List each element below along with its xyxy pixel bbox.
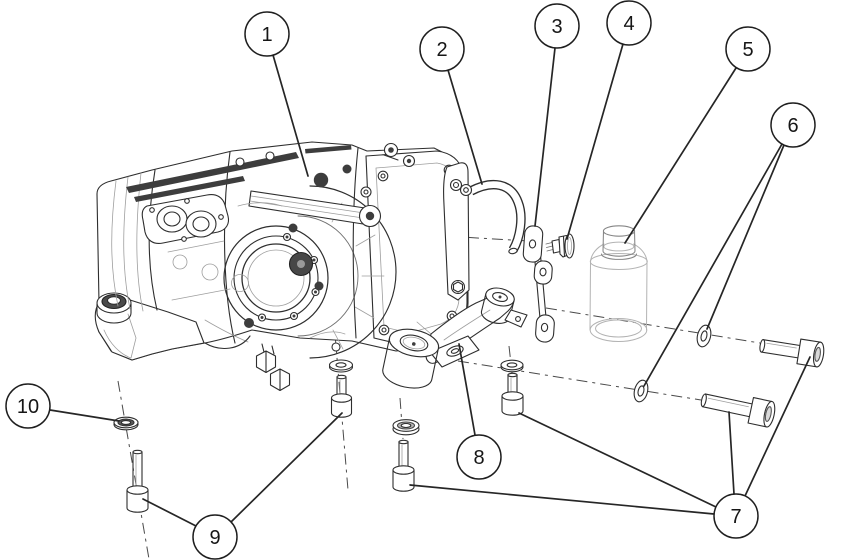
callout-8[interactable]: 8 [456, 434, 502, 480]
vertical-bolt-far-left [126, 449, 149, 513]
leader-line-7 [744, 356, 811, 497]
callout-number-2: 2 [436, 39, 447, 61]
leader-line-3 [534, 47, 556, 227]
bracket-bushing-large [382, 328, 440, 389]
leader-line-9 [230, 412, 343, 523]
leader-line-1 [272, 54, 309, 177]
callout-circle-9[interactable] [192, 514, 238, 560]
callout-7[interactable]: 7 [713, 493, 759, 539]
washer-flat-middle [328, 359, 354, 373]
leader-line-4 [566, 43, 624, 240]
callout-1[interactable]: 1 [244, 11, 290, 57]
centerline [457, 360, 702, 401]
callout-circle-10[interactable] [5, 383, 51, 429]
leader-line-9 [142, 498, 197, 527]
callout-circle-7[interactable] [713, 493, 759, 539]
callout-number-1: 1 [261, 24, 272, 46]
leader-line-6 [643, 143, 783, 387]
hex-flange-bolt [545, 233, 575, 259]
callout-number-8: 8 [473, 447, 484, 469]
gearbox-assembly [94, 141, 470, 392]
callout-5[interactable]: 5 [725, 26, 771, 72]
washer-thick-bracket [392, 419, 420, 436]
gasket-flange [141, 194, 230, 244]
bell-housing [223, 185, 397, 359]
centerline [443, 235, 529, 242]
leader-line-10 [49, 409, 120, 422]
callout-2[interactable]: 2 [419, 26, 465, 72]
callout-number-10: 10 [17, 396, 39, 418]
rear-flange-plate [365, 150, 468, 347]
top-rail-cylinder [248, 190, 382, 228]
centerline [508, 345, 513, 374]
callout-9[interactable]: 9 [192, 514, 238, 560]
callout-3[interactable]: 3 [534, 3, 580, 49]
callout-balloons: 1 2 3 4 5 6 7 8 9 10 [5, 0, 816, 560]
callout-number-7: 7 [730, 506, 741, 528]
drain-fitting [255, 343, 291, 392]
horizontal-bolt-lower [700, 393, 776, 428]
callout-number-3: 3 [551, 16, 562, 38]
support-bracket [382, 287, 528, 389]
leader-line-2 [447, 69, 483, 185]
callout-circle-3[interactable] [534, 3, 580, 49]
callout-number-4: 4 [623, 13, 634, 35]
leader-line-7 [518, 412, 717, 508]
leader-line-5 [624, 67, 737, 244]
vertical-bolt-bracket-left [392, 439, 415, 492]
leader-line-7 [409, 484, 715, 515]
washer-flat-right [500, 359, 524, 373]
callout-number-5: 5 [742, 39, 753, 61]
rear-support-arm [443, 162, 470, 301]
callout-circle-8[interactable] [456, 434, 502, 480]
horizontal-bolt-upper [759, 338, 825, 368]
vertical-bolt-bracket-right [501, 372, 524, 416]
callout-number-9: 9 [209, 527, 220, 549]
leader-lines [49, 43, 811, 527]
callout-circle-5[interactable] [725, 26, 771, 72]
callout-circle-2[interactable] [419, 26, 465, 72]
leader-line-8 [458, 343, 476, 436]
callout-4[interactable]: 4 [606, 0, 652, 46]
callout-circle-6[interactable] [770, 102, 816, 148]
fluid-bottle [589, 225, 648, 342]
vertical-bolt-middle [330, 374, 353, 418]
callout-6[interactable]: 6 [770, 102, 816, 148]
mount-foot [94, 299, 205, 361]
bottle-cap [600, 225, 638, 260]
mounting-plate [522, 225, 555, 343]
callout-10[interactable]: 10 [5, 383, 51, 429]
leader-line-6 [706, 144, 785, 330]
top-fittings [383, 142, 416, 168]
washer-10 [113, 416, 139, 431]
leader-line-7 [728, 411, 735, 495]
callout-circle-4[interactable] [606, 0, 652, 46]
callout-number-6: 6 [787, 115, 798, 137]
breather-hose [459, 179, 526, 255]
washer-6a [696, 324, 712, 348]
callout-circle-1[interactable] [244, 11, 290, 57]
